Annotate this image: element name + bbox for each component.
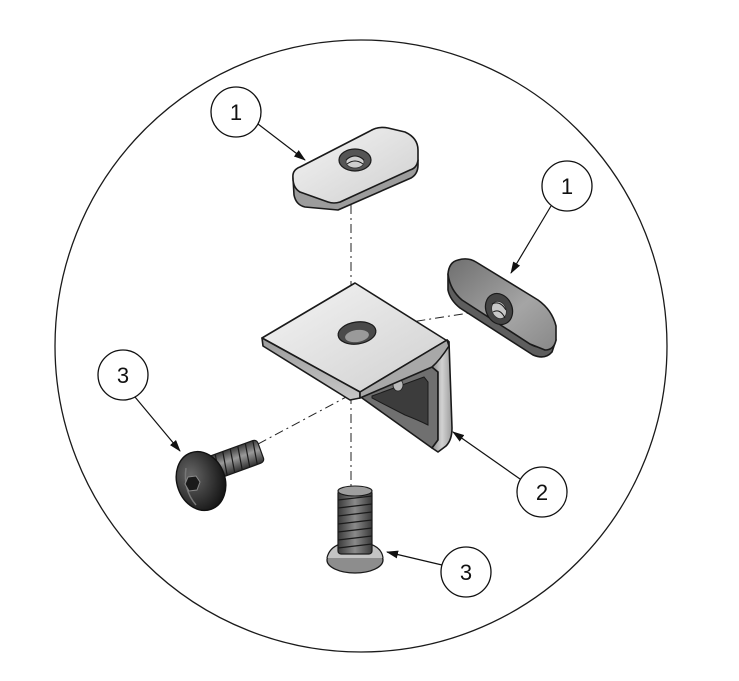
t-slot-nut-right: [447, 258, 557, 358]
button-head-screw-bottom: [326, 485, 384, 574]
balloon-screw-left: 3: [97, 349, 149, 401]
balloon-nut-top: 1: [210, 86, 262, 138]
balloon-label: 1: [561, 174, 573, 199]
balloon-label: 2: [536, 480, 548, 505]
leader-line-bracket: [452, 431, 521, 480]
angle-bracket: [261, 282, 453, 453]
leader-line-nut-top: [257, 123, 306, 161]
detail-view-circle: [54, 39, 668, 653]
t-slot-nut-top: [292, 126, 419, 211]
button-head-screw-left: [175, 439, 265, 512]
leader-line-screw-bottom: [386, 550, 443, 566]
balloon-bracket: 2: [516, 466, 568, 518]
balloon-label: 1: [230, 100, 242, 125]
balloon-label: 3: [117, 363, 129, 388]
balloon-label: 3: [460, 560, 472, 585]
balloon-nut-right: 1: [541, 160, 593, 212]
leader-line-screw-left: [134, 396, 181, 452]
leader-line-nut-right: [510, 205, 552, 274]
leader-lines: [134, 123, 552, 566]
balloon-screw-bottom: 3: [440, 546, 492, 598]
